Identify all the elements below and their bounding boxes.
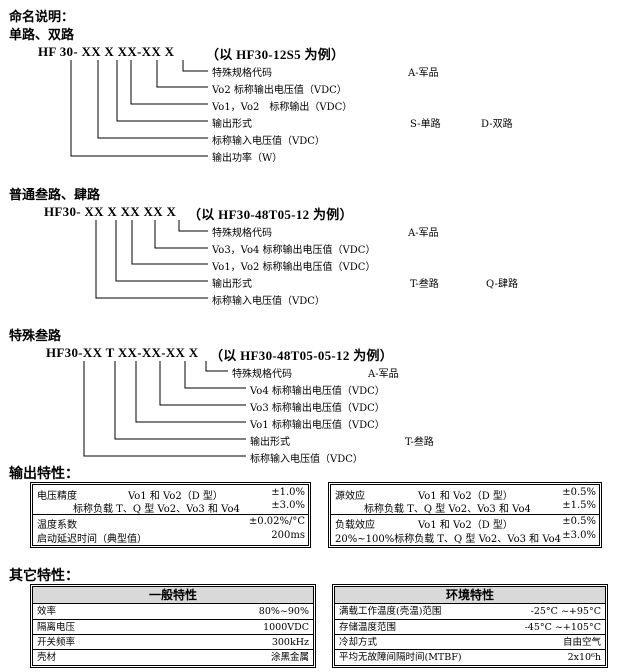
output-characteristics-heading: 输出特性： bbox=[9, 466, 79, 482]
label-vo4-voltage: Vo4 标称输出电压值（VDC） bbox=[250, 386, 385, 397]
case-material-label: 壳材 bbox=[37, 652, 57, 663]
switching-frequency-label: 开关频率 bbox=[37, 637, 76, 648]
table-row: 存储温度范围 -45°C ~+105°C bbox=[335, 619, 605, 635]
note-single: S-单路 bbox=[410, 119, 441, 130]
note-military: A-军品 bbox=[408, 68, 439, 79]
mtbf-value: 2x10⁶h bbox=[567, 652, 601, 663]
table-row: 冷却方式 自由空气 bbox=[335, 634, 605, 650]
output-right-box: 源效应 Vo1 和 Vo2（D 型） ±0.5% 标称负载 T、Q 型 Vo2、… bbox=[330, 484, 600, 546]
load-effect-tq-value: ±3.0% bbox=[562, 530, 596, 541]
voltage-accuracy-d-label: Vo1 和 Vo2（D 型） bbox=[128, 491, 223, 502]
environmental-characteristics-title: 环境特性 bbox=[335, 587, 605, 604]
label-vo3-voltage: Vo3 标称输出电压值（VDC） bbox=[250, 403, 385, 414]
voltage-accuracy-tq-value: ±3.0% bbox=[271, 500, 305, 511]
cooling-label: 冷却方式 bbox=[339, 637, 378, 648]
mtbf-label: 平均无故障间隔时间(MTBF) bbox=[339, 652, 462, 663]
model-example-single-dual: （以 HF30-12S5 为例） bbox=[206, 47, 345, 62]
table-row: 壳材 涂黑金属 bbox=[33, 649, 313, 665]
page-title: 命名说明： bbox=[9, 10, 75, 25]
operating-temp-value: -25°C ~+95°C bbox=[530, 606, 601, 617]
model-example-special-triple: （以 HF30-48T05-05-12 为例） bbox=[210, 348, 394, 363]
label-output-form: 输出形式 bbox=[212, 279, 252, 290]
cooling-value: 自由空气 bbox=[562, 637, 601, 648]
label-vo3-vo4-voltage: Vo3，Vo4 标称输出电压值（VDC） bbox=[212, 245, 376, 256]
section-heading-triple-quad: 普通叁路、肆路 bbox=[9, 188, 101, 203]
label-vo1-voltage: Vo1 标称输出电压值（VDC） bbox=[250, 420, 385, 431]
table-row: 效率 80%~90% bbox=[33, 604, 313, 619]
note-dual: D-双路 bbox=[481, 119, 513, 130]
label-special-code: 特殊规格代码 bbox=[212, 228, 272, 239]
model-code-single-dual: HF 30- XX X XX-XX X bbox=[38, 44, 175, 59]
load-effect-d-label: Vo1 和 Vo2（D 型） bbox=[418, 520, 513, 531]
voltage-accuracy-d-value: ±1.0% bbox=[271, 487, 305, 498]
model-code-triple-quad: HF30- XX X XX XX X bbox=[44, 204, 177, 219]
load-effect-d-value: ±0.5% bbox=[562, 516, 596, 527]
storage-temp-value: -45°C ~+105°C bbox=[524, 622, 601, 633]
table-row: 开关频率 300kHz bbox=[33, 634, 313, 650]
label-vo1-vo2-voltage: Vo1，Vo2 标称输出电压值（VDC） bbox=[212, 262, 376, 273]
other-characteristics-heading: 其它特性： bbox=[9, 568, 79, 584]
table-row: 平均无故障间隔时间(MTBF) 2x10⁶h bbox=[335, 649, 605, 665]
efficiency-value: 80%~90% bbox=[258, 606, 309, 617]
isolation-voltage-value: 1000VDC bbox=[263, 622, 309, 633]
divider bbox=[33, 514, 308, 515]
source-effect-tq-value: ±1.5% bbox=[562, 500, 596, 511]
note-triple: T-叁路 bbox=[405, 437, 434, 448]
startup-delay-value: 200ms bbox=[271, 530, 305, 541]
general-characteristics-box: 一般特性 效率 80%~90% 隔离电压 1000VDC 开关频率 300kHz… bbox=[32, 586, 314, 666]
switching-frequency-value: 300kHz bbox=[271, 637, 309, 648]
note-quad: Q-肆路 bbox=[486, 279, 518, 290]
table-row: 隔离电压 1000VDC bbox=[33, 619, 313, 635]
isolation-voltage-label: 隔离电压 bbox=[37, 622, 76, 633]
general-characteristics-title: 一般特性 bbox=[33, 587, 313, 604]
voltage-accuracy-label: 电压精度 bbox=[37, 491, 77, 502]
label-output-power: 输出功率（W） bbox=[212, 153, 283, 164]
label-special-code: 特殊规格代码 bbox=[232, 369, 292, 380]
case-material-value: 涂黑金属 bbox=[270, 652, 309, 663]
divider bbox=[331, 514, 599, 515]
storage-temp-label: 存储温度范围 bbox=[339, 622, 397, 633]
note-military: A-军品 bbox=[408, 228, 439, 239]
model-example-triple-quad: （以 HF30-48T05-12 为例） bbox=[188, 207, 353, 222]
temp-coefficient-label: 温度系数 bbox=[37, 520, 77, 531]
source-effect-d-value: ±0.5% bbox=[562, 487, 596, 498]
load-effect-label: 负载效应 bbox=[335, 520, 375, 531]
source-effect-d-label: Vo1 和 Vo2（D 型） bbox=[418, 491, 513, 502]
label-output-form: 输出形式 bbox=[250, 437, 290, 448]
temp-coefficient-value: ±0.02%/°C bbox=[248, 516, 305, 527]
label-input-voltage: 标称输入电压值（VDC） bbox=[250, 454, 363, 465]
voltage-accuracy-tq-label: 标称负载 T、Q 型 Vo2、Vo3 和 Vo4 bbox=[73, 504, 240, 515]
source-effect-tq-label: 标称负载 T、Q 型 Vo2、Vo3 和 Vo4 bbox=[364, 504, 531, 515]
label-output-form: 输出形式 bbox=[212, 119, 252, 130]
label-special-code: 特殊规格代码 bbox=[212, 68, 272, 79]
section-heading-special-triple: 特殊叁路 bbox=[9, 329, 62, 344]
label-vo1-vo2-output: Vo1，Vo2 标称输出（VDC） bbox=[212, 102, 353, 113]
label-vo2-voltage: Vo2 标称输出电压值（VDC） bbox=[212, 85, 347, 96]
operating-temp-label: 满载工作温度(壳温)范围 bbox=[339, 606, 442, 617]
efficiency-label: 效率 bbox=[37, 606, 57, 617]
label-input-voltage: 标称输入电压值（VDC） bbox=[212, 296, 325, 307]
environmental-characteristics-box: 环境特性 满载工作温度(壳温)范围 -25°C ~+95°C 存储温度范围 -4… bbox=[334, 586, 606, 666]
load-effect-tq-label: 20%~100%标称负载 T、Q 型 Vo2、Vo3 和 Vo4 bbox=[335, 534, 562, 545]
note-triple: T-叁路 bbox=[410, 279, 439, 290]
source-effect-label: 源效应 bbox=[335, 491, 365, 502]
startup-delay-label: 启动延迟时间（典型值） bbox=[37, 534, 147, 545]
table-row: 满载工作温度(壳温)范围 -25°C ~+95°C bbox=[335, 604, 605, 619]
section-heading-single-dual: 单路、双路 bbox=[9, 28, 75, 43]
note-military: A-军品 bbox=[368, 369, 399, 380]
model-code-special-triple: HF30-XX T XX-XX-XX X bbox=[46, 345, 199, 360]
output-left-box: 电压精度 Vo1 和 Vo2（D 型） ±1.0% 标称负载 T、Q 型 Vo2… bbox=[32, 484, 309, 546]
label-input-voltage: 标称输入电压值（VDC） bbox=[212, 136, 325, 147]
